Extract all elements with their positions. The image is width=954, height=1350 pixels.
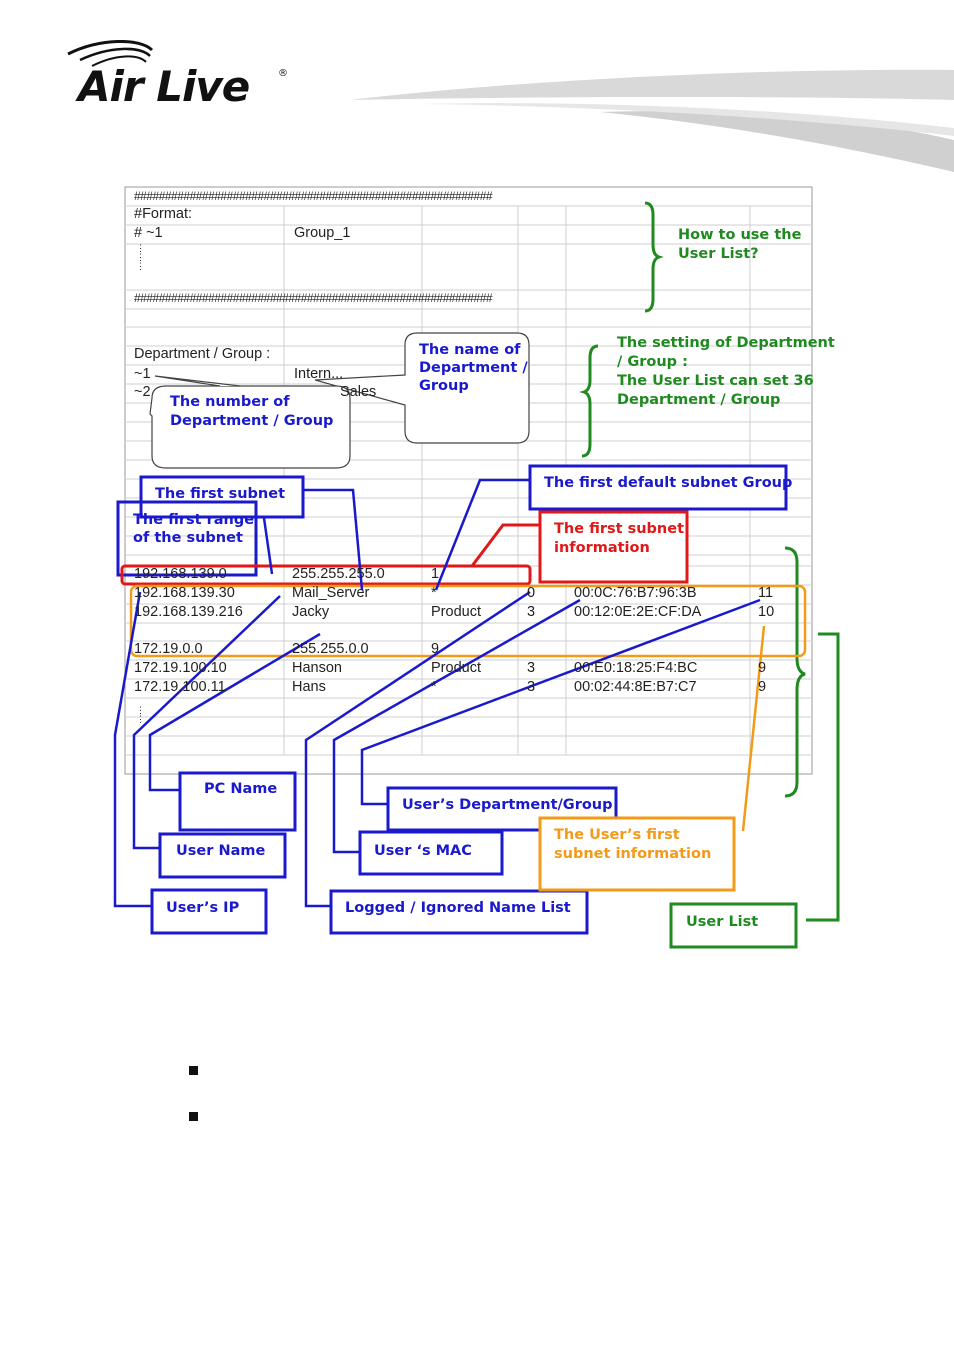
callout-users-mac: User ‘s MAC — [374, 843, 472, 859]
subnet-row-6-flag: 3 — [527, 679, 536, 695]
box-user-name — [158, 832, 287, 879]
subnet-row-5-sub: 9 — [758, 660, 767, 676]
callout-user-list: User List — [686, 914, 759, 930]
callout-user-name: User Name — [176, 843, 266, 859]
subnet-row-6-ip: 172.19.100.11 — [134, 679, 226, 695]
subnet-row-1-name: 255.255.255.0 — [292, 566, 385, 582]
box-users-ip — [150, 888, 268, 935]
box-pc-name — [178, 771, 297, 832]
callout-first-subnet: The first subnet — [155, 486, 286, 502]
callout-first-range: The first range of the subnet — [133, 512, 255, 546]
logo-registered-mark: ® — [278, 68, 288, 79]
subnet-row-2-flag: 0 — [527, 585, 536, 601]
sheet-frame — [124, 186, 813, 775]
blue-connectors — [113, 478, 761, 908]
callout-users-first-subnet-info: The User’s first subnet information — [554, 827, 712, 862]
dept-row-2-value: Sales — [340, 384, 377, 400]
hash-line-top: ########################################… — [134, 189, 493, 203]
box-users-mac — [358, 830, 504, 876]
dept-row-1-value: Intern... — [294, 366, 344, 382]
vertical-ellipsis: ⋮⋮ — [136, 705, 145, 724]
box-first-default-group — [528, 464, 788, 511]
callout-first-subnet-info: The first subnet information — [554, 521, 685, 556]
subnet-row-4-dept: 9 — [431, 641, 440, 657]
callout-setting-dept: The setting of Department / Group : The … — [617, 335, 835, 408]
subnet-row-2-mac: 00:0C:76:B7:96:3B — [574, 585, 697, 601]
bubble-number-pointer — [154, 375, 241, 387]
brace-dept-setting — [579, 344, 599, 458]
dept-row-1-key: ~1 — [134, 366, 151, 382]
box-first-range — [116, 500, 258, 577]
box-user-list — [669, 902, 798, 949]
subnet-row-5-flag: 3 — [527, 660, 536, 676]
subnet-row-2-name: Mail_Server — [292, 585, 370, 601]
subnet-row-3-dept: Product — [431, 604, 481, 620]
subnet-row-2-sub: 11 — [758, 585, 774, 601]
box-users-first-subnet-info — [538, 816, 736, 892]
callout-users-dept-group: User’s Department/Group — [402, 797, 613, 813]
logo-text: Air Live — [78, 62, 250, 111]
subnet-row-1-ip: 192.168.139.0 — [134, 566, 227, 582]
airlive-logo: Air Live ® — [60, 40, 300, 111]
brace-how-to-use — [644, 201, 664, 313]
callout-how-to-use: How to use the User List? — [678, 227, 802, 262]
subnet-row-3-name: Jacky — [292, 604, 330, 620]
box-first-subnet — [139, 475, 305, 519]
bubble-name-of-dept — [314, 332, 530, 444]
callout-first-default-group: The first default subnet Group — [544, 475, 793, 491]
dept-row-2-key: ~2 — [134, 384, 151, 400]
subnet-row-5-ip: 172.19.100.10 — [134, 660, 227, 676]
subnet-row-1-dept: 1 — [431, 566, 440, 582]
subnet-row-5-dept: Product — [431, 660, 481, 676]
bubble-number-of-dept — [149, 385, 351, 469]
subnet-row-2-dept: * — [431, 585, 437, 601]
subnet-row-4-name: 255.255.0.0 — [292, 641, 369, 657]
subnet-row-6-dept: * — [431, 679, 437, 695]
subnet-row-5-mac: 00:E0:18:25:F4:BC — [574, 660, 698, 676]
subnet-row-5-name: Hanson — [292, 660, 342, 676]
box-first-subnet-info — [538, 510, 689, 584]
format-value: Group_1 — [294, 225, 351, 241]
box-logged-ignored — [329, 889, 589, 935]
hash-line-bottom: ########################################… — [134, 291, 493, 305]
square-bullet-icon — [189, 1066, 198, 1075]
subnet-row-6-sub: 9 — [758, 679, 767, 695]
dept-label: Department / Group : — [134, 346, 271, 362]
brace-user-rows — [784, 546, 806, 798]
subnet-row-2-ip: 192.168.139.30 — [134, 585, 235, 601]
vertical-ellipsis: ⋮⋮⋮ — [136, 243, 145, 271]
subnet-row-3-flag: 3 — [527, 604, 536, 620]
subnet-row-6-mac: 00:02:44:8E:B7:C7 — [574, 679, 697, 695]
format-label: #Format: — [134, 206, 193, 222]
subnet-row-6-name: Hans — [292, 679, 326, 695]
connector-first-subnet-info — [470, 523, 540, 567]
callout-users-ip: User’s IP — [166, 900, 240, 916]
callout-name-of-dept: The name of Department / Group — [419, 342, 528, 394]
bracket-user-list — [806, 632, 840, 922]
logo-swoosh-icon — [67, 40, 154, 67]
format-key: # ~1 — [134, 225, 163, 241]
subnet-row-3-sub: 10 — [758, 604, 775, 620]
callout-pc-name: PC Name — [204, 781, 278, 797]
highlight-first-subnet-users — [129, 584, 807, 658]
callout-logged-ignored: Logged / Ignored Name List — [345, 900, 571, 916]
subnet-row-3-mac: 00:12:0E:2E:CF:DA — [574, 604, 702, 620]
highlight-first-subnet-row — [120, 564, 532, 586]
header-banner-graphic — [350, 69, 954, 172]
callout-number-of-dept: The number of Department / Group — [170, 394, 334, 429]
connector-users-first-subnet-info — [741, 625, 766, 832]
subnet-row-4-ip: 172.19.0.0 — [134, 641, 203, 657]
square-bullet-icon — [189, 1112, 198, 1121]
subnet-row-3-ip: 192.168.139.216 — [134, 604, 243, 620]
